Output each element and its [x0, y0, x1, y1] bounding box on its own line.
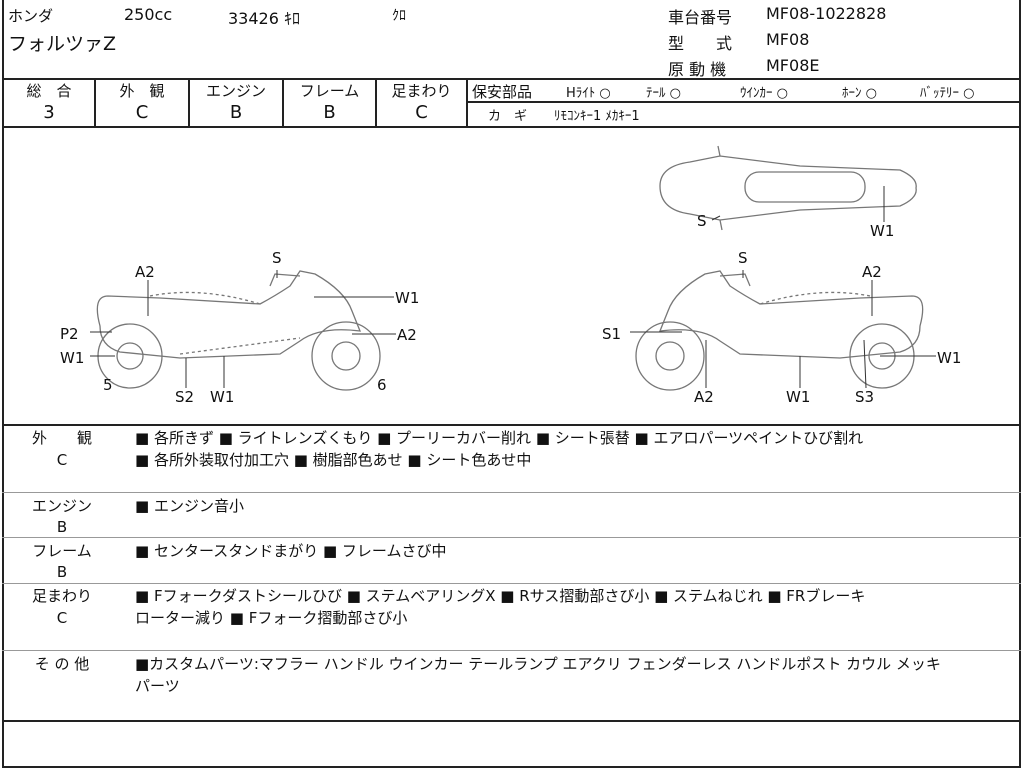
scooter-left-view [96, 270, 381, 391]
grade-frame-value: B [323, 102, 336, 123]
safety-tail: ﾃｰﾙ ○ [646, 86, 681, 101]
grade-exterior-label: 外 観 [119, 82, 165, 100]
model-name: フォルツァZ [8, 33, 117, 55]
type-value: MF08 [766, 30, 810, 49]
chassis-label: 車台番号 [668, 8, 733, 27]
comment-line: ローター減り ■ Fフォーク摺動部さび小 [135, 609, 408, 627]
safety-battery: ﾊﾞｯﾃﾘｰ ○ [920, 86, 975, 101]
comment-line: ■ Fフォークダストシールひび ■ ステムベアリングX ■ Rサス摺動部さび小 … [135, 587, 866, 605]
comment-grade: C [56, 609, 68, 627]
label-left: 6 [377, 376, 387, 394]
label-top: W1 [870, 222, 895, 240]
type-label: 型 式 [668, 34, 733, 53]
comment-title: 外 観 [31, 429, 92, 447]
comment-line: ■ エンジン音小 [135, 497, 244, 515]
divider [2, 424, 1021, 426]
grade-suspension-value: C [415, 102, 428, 123]
comment-line: ■ 各所きず ■ ライトレンズくもり ■ プーリーカバー削れ ■ シート張替 ■… [135, 429, 864, 447]
label-right: W1 [937, 349, 962, 367]
comment-suspension: 足まわり C ■ Fフォークダストシールひび ■ ステムベアリングX ■ Rサス… [2, 585, 1021, 649]
scooter-top-view [659, 145, 917, 231]
grade-engine-value: B [229, 102, 243, 123]
comment-frame: フレーム B ■ センタースタンドまがり ■ フレームさび中 [2, 540, 1021, 582]
label-right: S [738, 249, 748, 267]
mileage: 33426 ｷﾛ [228, 9, 300, 28]
label-right: S3 [855, 388, 875, 406]
engine-label: 原 動 機 [668, 60, 727, 79]
comment-line: ■カスタムパーツ:マフラー ハンドル ウインカー テールランプ エアクリ フェン… [135, 655, 941, 673]
label-top: S [697, 212, 707, 230]
safety-winker: ｳｲﾝｶｰ ○ [740, 86, 788, 101]
divider [2, 78, 1021, 80]
key-value: ﾘﾓｺﾝｷｰ1 ﾒｶｷｰ1 [554, 109, 640, 124]
comment-title: フレーム [32, 542, 92, 560]
damage-diagram [90, 145, 936, 391]
comment-line: ■ センタースタンドまがり ■ フレームさび中 [135, 542, 447, 560]
divider [188, 78, 190, 126]
divider [2, 720, 1021, 722]
displacement: 250cc [124, 5, 173, 24]
grade-exterior-value: C [135, 102, 149, 123]
label-right: W1 [786, 388, 811, 406]
label-left: P2 [60, 325, 79, 343]
safety-headlight: Hﾗｲﾄ ○ [566, 86, 611, 101]
label-left: A2 [397, 326, 417, 344]
divider [94, 78, 96, 126]
divider [282, 78, 284, 126]
divider [466, 78, 468, 126]
label-right: S1 [602, 325, 622, 343]
safety-horn: ﾎｰﾝ ○ [842, 86, 877, 101]
divider [2, 650, 1021, 651]
comment-grade: C [56, 451, 68, 469]
comment-grade: B [56, 563, 68, 581]
divider [2, 492, 1021, 493]
comment-title: そ の 他 [34, 655, 90, 673]
grade-overall-label: 総 合 [26, 82, 72, 100]
chassis-number: MF08-1022828 [766, 4, 887, 23]
comment-engine: エンジン B ■ エンジン音小 [2, 495, 1021, 537]
label-left: 5 [103, 376, 113, 394]
label-right: A2 [862, 263, 882, 281]
comment-title: 足まわり [31, 587, 92, 605]
scooter-right-view [635, 270, 924, 391]
grade-engine-label: エンジン [205, 82, 266, 100]
label-left: S2 [175, 388, 195, 406]
grade-frame-label: フレーム [299, 82, 360, 100]
comment-line: ■ 各所外装取付加工穴 ■ 樹脂部色あせ ■ シート色あせ中 [135, 451, 532, 469]
label-left: S [272, 249, 282, 267]
comment-exterior: 外 観 C ■ 各所きず ■ ライトレンズくもり ■ プーリーカバー削れ ■ シ… [2, 426, 1021, 492]
divider [375, 78, 377, 126]
key-label: カ ギ [488, 109, 528, 124]
color: ｸﾛ [392, 8, 406, 24]
label-left: A2 [135, 263, 155, 281]
comment-other: そ の 他 ■カスタムパーツ:マフラー ハンドル ウインカー テールランプ エア… [2, 653, 1021, 719]
safety-label: 保安部品 [472, 83, 533, 101]
divider [2, 126, 1021, 128]
label-left: W1 [60, 349, 85, 367]
grade-overall-value: 3 [43, 102, 55, 123]
divider [468, 101, 1021, 103]
label-left: W1 [210, 388, 235, 406]
comment-grade: B [56, 518, 68, 536]
grade-suspension-label: 足まわり [391, 82, 452, 100]
comment-line: パーツ [135, 677, 180, 695]
label-left: W1 [395, 289, 420, 307]
divider [2, 583, 1021, 584]
maker: ホンダ [8, 7, 54, 25]
label-right: A2 [694, 388, 714, 406]
divider [2, 537, 1021, 538]
comment-title: エンジン [31, 497, 92, 515]
engine-value: MF08E [766, 56, 820, 75]
